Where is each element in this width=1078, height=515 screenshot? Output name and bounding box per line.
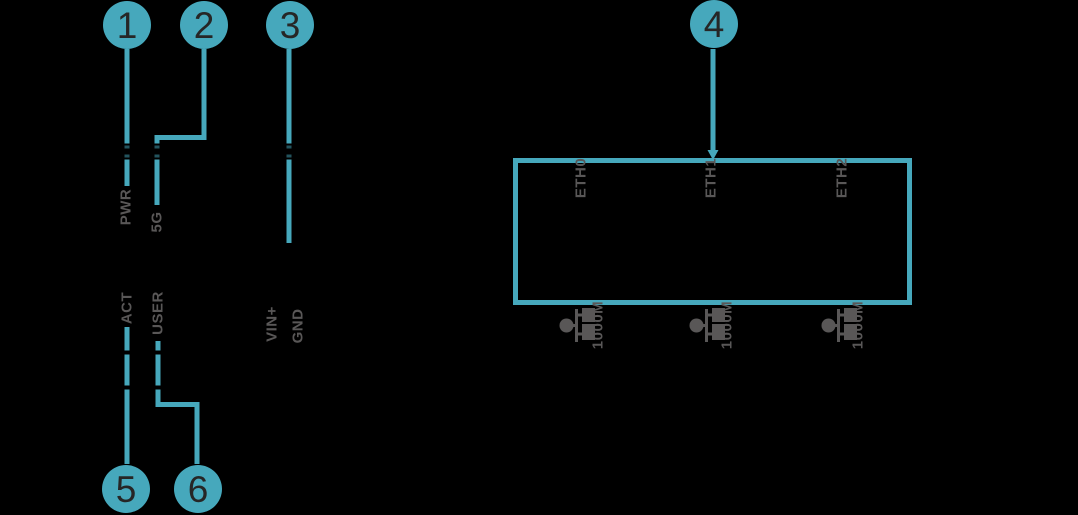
device-rear-panel-outline	[513, 158, 912, 305]
callout-1-badge: 1	[103, 1, 151, 49]
5g-led-label: 5G	[148, 211, 166, 233]
pwr-led-label: PWR	[117, 188, 135, 226]
eth1-port-label: ETH1	[702, 157, 720, 199]
ethernet-link-icon	[821, 308, 857, 342]
callout-4-badge: 4	[690, 0, 738, 48]
leader-line-6	[155, 389, 200, 464]
gnd-terminal-label: GND	[289, 308, 307, 344]
ethernet-link-icon	[689, 308, 725, 342]
callout-3-number: 3	[279, 4, 301, 46]
leader-line-2	[154, 49, 207, 144]
callout-6-badge: 6	[174, 465, 222, 513]
callout-2-number: 2	[193, 4, 215, 46]
vin-terminal-label: VIN+	[263, 306, 281, 342]
callout-2-badge: 2	[180, 1, 228, 49]
user-led-label: USER	[149, 291, 167, 335]
eth0-port-label: ETH0	[572, 157, 590, 199]
eth2-port-label: ETH2	[833, 157, 851, 199]
callout-1-number: 1	[116, 4, 138, 46]
callout-3-badge: 3	[266, 1, 314, 49]
act-led-label: ACT	[118, 291, 136, 325]
callout-5-number: 5	[115, 468, 137, 510]
callout-5-badge: 5	[102, 465, 150, 513]
leader-line-4-arrowhead	[707, 150, 719, 160]
ethernet-link-icon	[559, 308, 595, 342]
callout-6-number: 6	[187, 468, 209, 510]
callout-4-number: 4	[703, 3, 725, 45]
